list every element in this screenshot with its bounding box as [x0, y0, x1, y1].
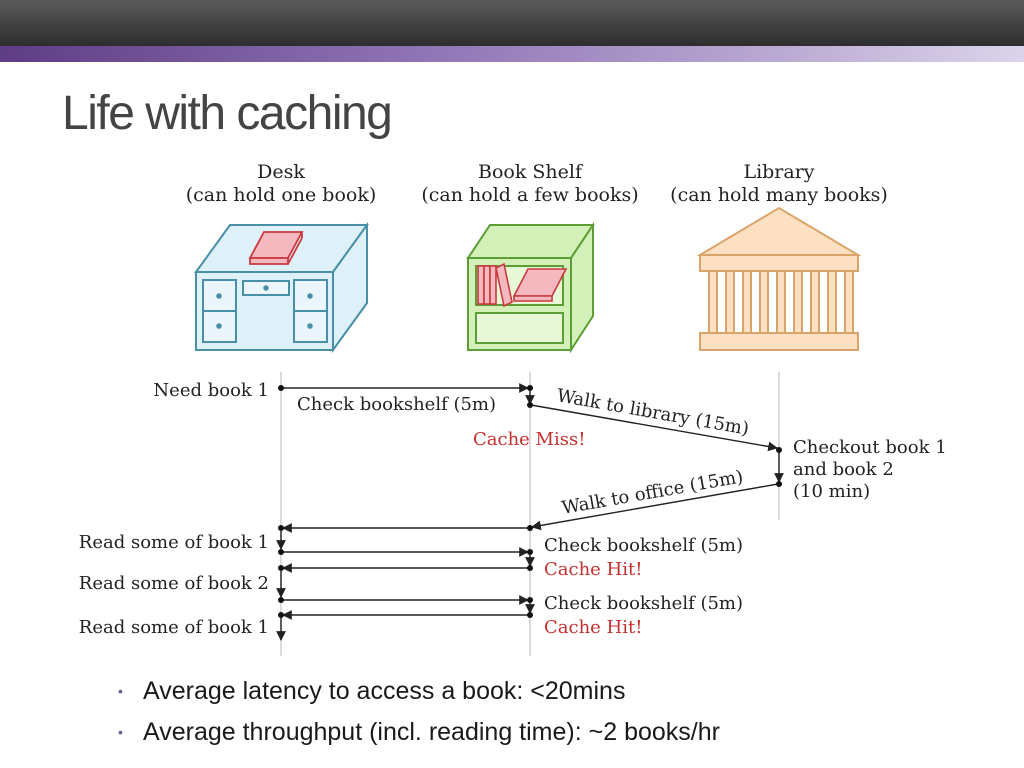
- check-shelf-label-2: Check bookshelf (5m): [544, 535, 743, 556]
- bullet-text: Average latency to access a book: <20min…: [143, 677, 626, 705]
- bullet-icon: •: [118, 683, 123, 699]
- arrow-to-office: [531, 483, 779, 531]
- checkout-line-3: (10 min): [793, 481, 870, 502]
- event-dot: [527, 612, 533, 618]
- event-dot: [278, 549, 284, 555]
- library-capacity: (can hold many books): [670, 184, 888, 206]
- arrow-to-library: [530, 404, 778, 452]
- event-dot: [527, 597, 533, 603]
- bullet-list: • Average latency to access a book: <20mi…: [118, 672, 720, 754]
- bullet-item: • Average latency to access a book: <20mi…: [118, 672, 720, 713]
- event-dot: [527, 565, 533, 571]
- event-dot: [527, 402, 533, 408]
- bullet-item: • Average throughput (incl. reading time)…: [118, 713, 720, 754]
- event-dot: [278, 612, 284, 618]
- bullet-text: Average throughput (incl. reading time):…: [143, 718, 720, 746]
- library-label: Library: [743, 161, 814, 183]
- desk-label: Desk: [257, 161, 305, 183]
- read-label-1: Read some of book 1: [79, 532, 269, 553]
- event-dot: [278, 565, 284, 571]
- header-bar: [0, 0, 1024, 46]
- need-book-label: Need book 1: [153, 380, 269, 401]
- desk-capacity: (can hold one book): [186, 184, 377, 206]
- event-dot: [776, 481, 782, 487]
- event-dot: [527, 525, 533, 531]
- bullet-icon: •: [118, 724, 123, 740]
- event-dot: [278, 385, 284, 391]
- cache-hit-label-2: Cache Hit!: [544, 617, 642, 638]
- event-dot: [527, 385, 533, 391]
- cache-hit-label-1: Cache Hit!: [544, 559, 642, 580]
- cache-miss-label: Cache Miss!: [473, 429, 585, 450]
- walk-office-label: Walk to office (15m): [560, 466, 745, 519]
- shelf-capacity: (can hold a few books): [421, 184, 638, 206]
- checkout-line-1: Checkout book 1: [793, 437, 947, 458]
- event-dot: [776, 447, 782, 453]
- check-shelf-label-3: Check bookshelf (5m): [544, 593, 743, 614]
- checkout-line-2: and book 2: [793, 459, 894, 480]
- event-dot: [278, 597, 284, 603]
- read-label-3: Read some of book 1: [79, 617, 269, 638]
- read-label-2: Read some of book 2: [79, 573, 269, 594]
- library-icon: [696, 206, 862, 351]
- desk-icon: [194, 221, 369, 354]
- desk-book-icon: [248, 231, 304, 265]
- slide-title: Life with caching: [62, 87, 393, 140]
- event-dot: [527, 549, 533, 555]
- shelf-books-icon: [477, 262, 568, 308]
- shelf-label: Book Shelf: [478, 161, 584, 183]
- accent-stripe: [0, 46, 1024, 62]
- check-shelf-label-1: Check bookshelf (5m): [297, 394, 496, 415]
- event-dot: [278, 525, 284, 531]
